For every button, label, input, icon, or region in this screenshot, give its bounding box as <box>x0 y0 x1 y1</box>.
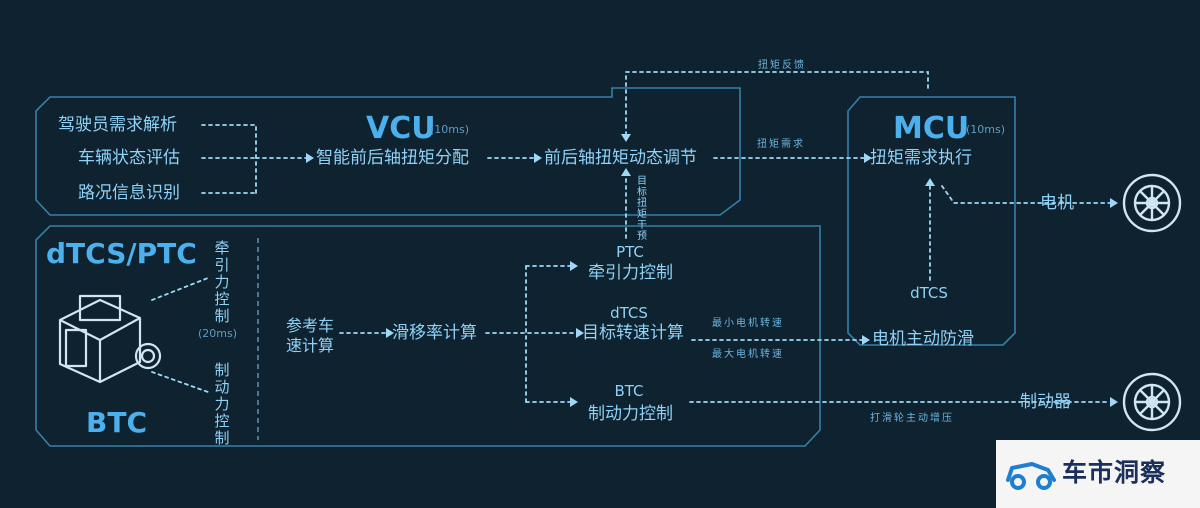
input-vehicle-state: 车辆状态评估 <box>78 148 180 168</box>
dtcs-title: dTCS <box>610 304 648 322</box>
vcu-period: (10ms) <box>430 123 470 136</box>
link-torque-feedback: 扭矩反馈 <box>758 60 806 71</box>
btc-sub: 制动力控制 <box>588 404 673 424</box>
dtcs-sub: 目标转速计算 <box>582 323 684 343</box>
mcu-panel-border <box>847 96 1016 346</box>
btc-title: BTC <box>614 382 644 400</box>
watermark: 车市洞察 <box>996 440 1200 508</box>
vcu-title: VCU <box>366 111 436 146</box>
car-logo-icon <box>1006 462 1056 490</box>
ptc-sub: 牵引力控制 <box>588 263 673 283</box>
motor-ctrl-sub: 电机主动防滑 <box>872 329 974 349</box>
esp-braking-label: 制动力控制 <box>214 361 230 447</box>
mcu-period: (10ms) <box>966 123 1006 136</box>
ptc-title: PTC <box>616 243 644 261</box>
link-max-motor-speed: 最大电机转速 <box>712 349 784 360</box>
esp-period: (20ms) <box>198 327 238 340</box>
esp-traction-label: 牵引力控制 <box>214 239 230 325</box>
input-road-condition: 路况信息识别 <box>78 183 180 203</box>
mcu-torque-execution: 扭矩需求执行 <box>870 148 972 168</box>
link-torque-request: 扭矩需求 <box>757 139 805 150</box>
input-driver-demand: 驾驶员需求解析 <box>58 115 177 135</box>
esp-title-bottom: BTC <box>86 406 147 439</box>
actuator-motor: 电机 <box>1040 193 1074 213</box>
esp-unit-illustration <box>58 294 162 384</box>
link-target-torque-intervention: 目标扭矩干预 <box>637 176 647 242</box>
watermark-text: 车市洞察 <box>1062 458 1167 487</box>
motor-wheel-icon <box>1122 173 1182 233</box>
vcu-torque-distribution: 智能前后轴扭矩分配 <box>316 148 469 168</box>
vcu-torque-dynamic: 前后轴扭矩动态调节 <box>544 148 697 168</box>
esp-panel-border <box>35 225 821 447</box>
link-min-motor-speed: 最小电机转速 <box>712 318 784 329</box>
mcu-title: MCU <box>893 111 970 146</box>
esp-slip-ratio: 滑移率计算 <box>392 323 477 343</box>
esp-ref-speed: 参考车速计算 <box>285 316 334 355</box>
actuator-brake: 制动器 <box>1020 392 1071 412</box>
brake-wheel-icon <box>1122 372 1182 432</box>
motor-ctrl-title: dTCS <box>910 284 948 302</box>
esp-title-top: dTCS/PTC <box>46 237 197 270</box>
link-active-wheel-pressure: 打滑轮主动增压 <box>870 413 954 424</box>
vcu-panel-border <box>35 87 741 216</box>
